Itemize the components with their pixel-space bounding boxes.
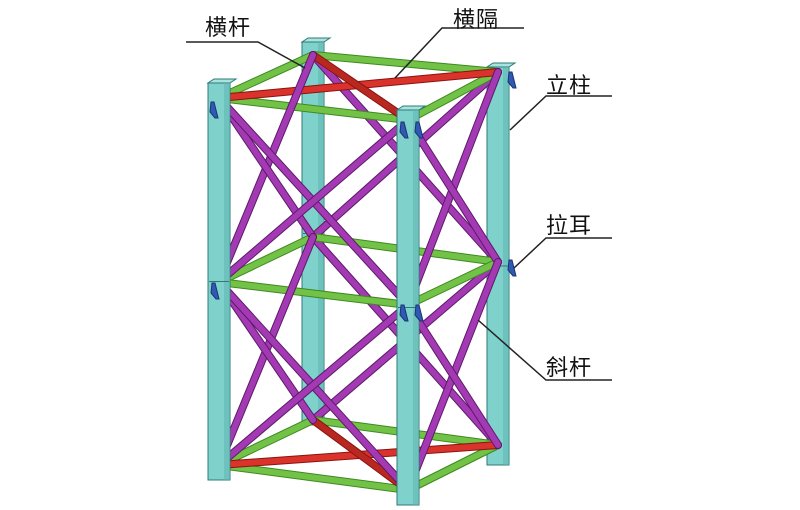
horizontal-brace-top-2: [310, 52, 411, 123]
lug-icon-6: [414, 304, 424, 322]
lug-icon-3: [399, 121, 409, 139]
lugs: [209, 71, 517, 322]
leader-horizontal-bar: [186, 41, 306, 69]
horizontal-bar-right-0: [405, 69, 501, 123]
lug-icon-1: [209, 101, 219, 119]
lug-icon-7: [507, 71, 517, 89]
diagonal-front-lower-b: [216, 302, 411, 468]
horizontal-bar-front-1: [216, 279, 411, 308]
horizontal-bar-right-2: [405, 442, 501, 493]
horizontal-bar-left-2: [216, 417, 316, 468]
diagonal-bars-front: [215, 51, 502, 494]
diagonal-front-upper-b: [216, 117, 411, 285]
leader-lug: [513, 237, 612, 269]
leader-column: [509, 95, 612, 131]
horizontal-bar-front-0: [216, 95, 411, 123]
leader-diagonal-bar: [477, 319, 612, 381]
lug-icon-8: [507, 259, 517, 277]
diagonal-right-upper-b: [405, 117, 501, 265]
label-horizontal-brace: 横隔: [453, 8, 500, 33]
diagonal-right-lower-b: [405, 302, 501, 448]
horizontal-bar-right-1: [405, 259, 501, 308]
label-horizontal-bar: 横杆: [205, 16, 252, 41]
label-diagonal-bar: 斜杆: [546, 356, 593, 381]
horizontal-bar-back-0: [310, 52, 501, 75]
leader-horizontal-brace: [394, 27, 524, 79]
column-front-left-cap: [206, 78, 238, 84]
lug-icon-5: [399, 304, 409, 322]
column-back-left-cap: [300, 37, 332, 43]
horizontal-bar-left-1: [216, 234, 316, 285]
lug-icon-4: [414, 121, 424, 139]
label-lug: 拉耳: [546, 214, 593, 239]
horizontal-bar-left-0: [216, 52, 316, 101]
column-front-right-cap: [395, 105, 427, 111]
horizontal-bar-front-2: [216, 462, 411, 493]
label-column: 立柱: [546, 74, 593, 99]
leader-lines: [186, 27, 612, 381]
lug-icon-2: [210, 282, 220, 300]
column-back-right-cap: [485, 62, 517, 68]
